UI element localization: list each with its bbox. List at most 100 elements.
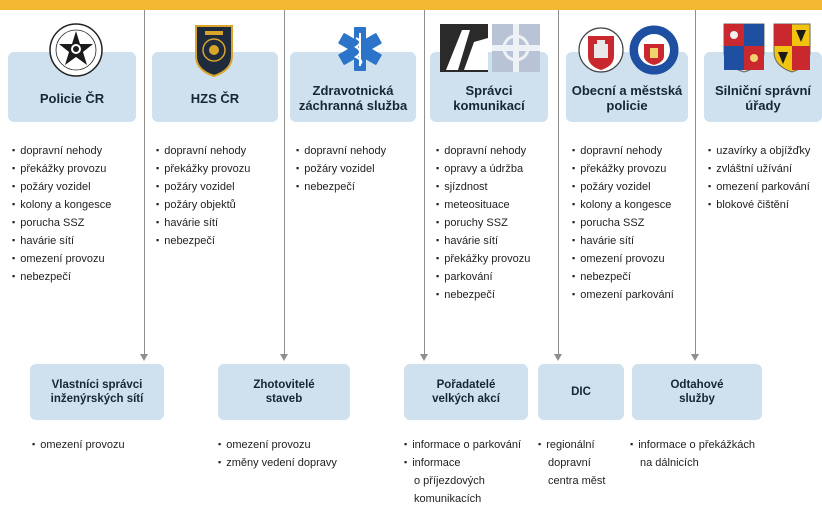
list-item: havárie sítí (436, 232, 530, 250)
dic-topic-list: regionální dopravní centra měst (538, 436, 605, 490)
list-item: nebezpečí (156, 232, 250, 250)
org-name-label: Správci komunikací (453, 83, 525, 113)
towing-topic-list: informace o překážkách na dálnicích (630, 436, 755, 472)
org-name-label: Policie ČR (39, 90, 105, 106)
list-item-continuation: dopravní (548, 457, 591, 469)
list-item: havárie sítí (156, 214, 250, 232)
spravci-topic-list: dopravní nehody opravy a údržba sjízdnos… (436, 142, 530, 304)
list-item: požáry vozidel (572, 178, 674, 196)
list-item-continuation: komunikacích (414, 493, 482, 505)
regional-coat-of-arms-icon (723, 23, 765, 73)
list-item: omezení provozu (12, 250, 111, 268)
list-item: změny vedení dopravy (218, 454, 337, 472)
list-item: omezení parkování (572, 286, 674, 304)
list-item: havárie sítí (12, 232, 111, 250)
list-item: nebezpečí (296, 178, 386, 196)
org-card-towing: Odtahové služby (632, 364, 762, 420)
connector-line (284, 10, 285, 355)
list-item: dopravní nehody (436, 142, 530, 160)
list-item: uzavírky a objížďky (708, 142, 810, 160)
list-item: parkování (436, 268, 530, 286)
star-of-life-icon (338, 27, 382, 71)
list-item: omezení provozu (32, 436, 124, 454)
org-name-label: Odtahové služby (670, 379, 724, 405)
list-item: požáry objektů (156, 196, 250, 214)
connector-arrow (140, 354, 148, 361)
list-item: havárie sítí (572, 232, 674, 250)
event-organizers-topic-list: informace o parkování informace o příjez… (404, 436, 521, 508)
list-item-continuation: o příjezdových (414, 475, 485, 487)
org-card-zzs: Zdravotnická záchranná služba (290, 52, 416, 122)
site-owners-topic-list: omezení provozu (32, 436, 124, 454)
list-item: překážky provozu (12, 160, 111, 178)
city-coat-of-arms-icon (578, 27, 624, 73)
org-name-label: HZS ČR (190, 90, 240, 106)
org-name-label: Vlastníci správci inženýrských sítí (50, 379, 144, 405)
list-item: meteosituace (436, 196, 530, 214)
org-name-label: Zhotovitelé staveb (253, 379, 315, 405)
list-item: požáry vozidel (12, 178, 111, 196)
list-item: omezení parkování (708, 178, 810, 196)
connector-arrow (420, 354, 428, 361)
list-item: zvláštní užívání (708, 160, 810, 178)
list-item: blokové čištění (708, 196, 810, 214)
list-item: informace (404, 454, 521, 472)
list-item: omezení provozu (218, 436, 337, 454)
connector-arrow (691, 354, 699, 361)
org-name-label: Zdravotnická záchranná služba (298, 83, 408, 113)
top-banner-bar (0, 0, 822, 10)
list-item: nebezpečí (12, 268, 111, 286)
org-card-site-owners: Vlastníci správci inženýrských sítí (30, 364, 164, 420)
zzs-topic-list: dopravní nehody požáry vozidel nebezpečí (296, 142, 386, 196)
org-name-label: Obecní a městská policie (571, 83, 683, 113)
list-item-continuation: na dálnicích (640, 457, 699, 469)
org-card-event-organizers: Pořadatelé velkých akcí (404, 364, 528, 420)
list-item: překážky provozu (572, 160, 674, 178)
list-item: porucha SSZ (12, 214, 111, 232)
org-card-dic: DIC (538, 364, 624, 420)
list-item: překážky provozu (436, 250, 530, 268)
org-card-hzs: HZS ČR (152, 52, 278, 122)
list-item: dopravní nehody (156, 142, 250, 160)
list-item: omezení provozu (572, 250, 674, 268)
org-name-label: DIC (571, 386, 591, 398)
obecni-policie-topic-list: dopravní nehody překážky provozu požáry … (572, 142, 674, 304)
list-item: nebezpečí (572, 268, 674, 286)
list-item: regionální (538, 436, 605, 454)
list-item: kolony a kongesce (572, 196, 674, 214)
list-item: dopravní nehody (572, 142, 674, 160)
org-name-label: Pořadatelé velkých akcí (432, 379, 500, 405)
connector-arrow (280, 354, 288, 361)
connector-line (558, 10, 559, 355)
connector-line (424, 10, 425, 355)
list-item: sjízdnost (436, 178, 530, 196)
contractors-topic-list: omezení provozu změny vedení dopravy (218, 436, 337, 472)
list-item: dopravní nehody (12, 142, 111, 160)
prague-city-police-icon (629, 25, 679, 75)
list-item: požáry vozidel (156, 178, 250, 196)
list-item: požáry vozidel (296, 160, 386, 178)
list-item: nebezpečí (436, 286, 530, 304)
list-item: informace o překážkách (630, 436, 755, 454)
list-item-continuation: centra měst (548, 475, 606, 487)
police-star-badge-icon (49, 23, 103, 77)
list-item: poruchy SSZ (436, 214, 530, 232)
policie-topic-list: dopravní nehody překážky provozu požáry … (12, 142, 111, 286)
list-item: kolony a kongesce (12, 196, 111, 214)
connector-line (144, 10, 145, 355)
firefighter-badge-icon (195, 25, 233, 78)
org-name-label: Silniční správní úřady (714, 83, 812, 113)
list-item: porucha SSZ (572, 214, 674, 232)
road-icon (440, 24, 488, 72)
list-item: dopravní nehody (296, 142, 386, 160)
ssu-topic-list: uzavírky a objížďky zvláštní užívání ome… (708, 142, 810, 214)
list-item: opravy a údržba (436, 160, 530, 178)
highway-interchange-icon (492, 24, 540, 72)
connector-line (695, 10, 696, 355)
list-item: informace o parkování (404, 436, 521, 454)
list-item: překážky provozu (156, 160, 250, 178)
connector-arrow (554, 354, 562, 361)
hzs-topic-list: dopravní nehody překážky provozu požáry … (156, 142, 250, 250)
regional-coat-of-arms-2-icon (773, 23, 811, 73)
org-card-contractors: Zhotovitelé staveb (218, 364, 350, 420)
